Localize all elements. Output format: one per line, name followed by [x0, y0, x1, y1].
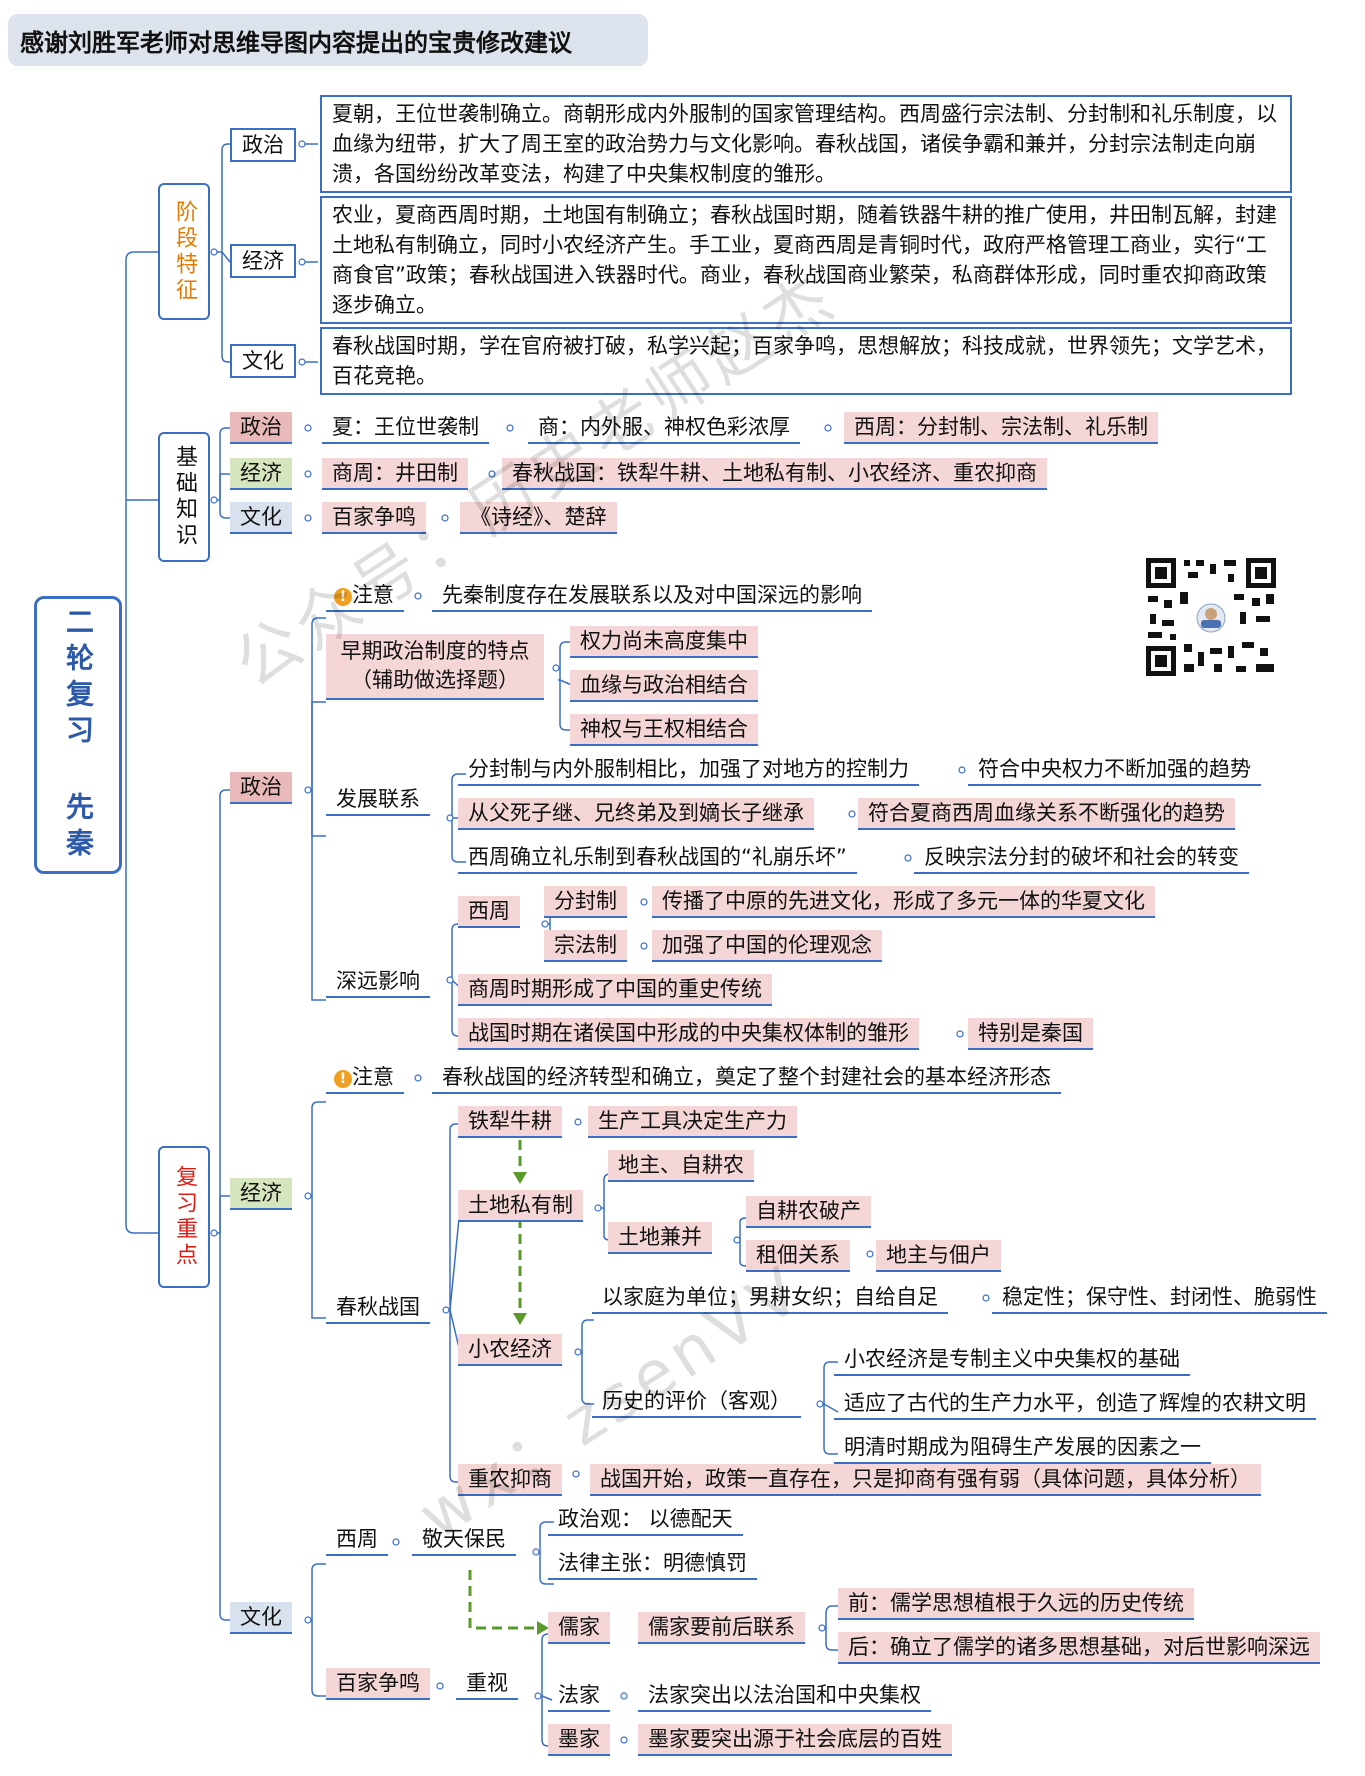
zongfa-node: 宗法制 [544, 930, 627, 962]
dev-result-3: 反映宗法分封的破坏和社会的转变 [914, 842, 1249, 874]
tieli-result: 生产工具决定生产力 [588, 1106, 797, 1138]
early-politics-sub: （辅助做选择题） [351, 668, 519, 692]
economy-note-label: 注意 [352, 1065, 394, 1089]
review-economy-node[interactable]: 经济 [230, 1178, 292, 1210]
zhanguo-result: 特别是秦国 [968, 1018, 1093, 1050]
jiating-result: 稳定性；保守性、封闭性、脆弱性 [992, 1282, 1327, 1314]
basics-economy-node[interactable]: 经济 [230, 458, 292, 490]
mojia-result: 墨家要突出源于社会底层的百姓 [638, 1724, 952, 1756]
basics-economy-item-2: 春秋战国：铁犁牛耕、土地私有制、小农经济、重农抑商 [502, 458, 1047, 490]
zhengzhi-item: 政治观： 以德配天 [548, 1504, 743, 1536]
tudi-node[interactable]: 土地私有制 [458, 1190, 583, 1222]
chunqiu-node[interactable]: 春秋战国 [326, 1292, 430, 1324]
stage-politics-node[interactable]: 政治 [230, 128, 296, 162]
review-politics-node[interactable]: 政治 [230, 772, 292, 804]
stage-economy-text: 农业，夏商西周时期，土地国有制确立；春秋战国时期，随着铁器牛耕的推广使用，井田制… [320, 196, 1292, 324]
early-item-2: 血缘与政治相结合 [570, 670, 758, 702]
jingtian-node[interactable]: 敬天保民 [412, 1524, 516, 1556]
zhanguo-item: 战国时期在诸侯国中形成的中央集权体制的雏形 [458, 1018, 919, 1050]
shang-history-item: 商周时期形成了中国的重史传统 [458, 974, 772, 1006]
dev-item-3: 西周确立礼乐制到春秋战国的“礼崩乐坏” [458, 842, 857, 874]
pingjia-item-3: 明清时期成为阻碍生产发展的因素之一 [834, 1432, 1211, 1464]
jiating-item: 以家庭为单位；男耕女织；自给自足 [592, 1282, 948, 1314]
impact-node[interactable]: 深远影响 [326, 966, 430, 998]
early-politics-node[interactable]: 早期政治制度的特点 （辅助做选择题） [326, 634, 544, 700]
politics-note-text: 先秦制度存在发展联系以及对中国深远的影响 [432, 580, 872, 612]
jianbing-node[interactable]: 土地兼并 [608, 1222, 712, 1254]
review-focus-node[interactable]: 复习重点 [158, 1146, 210, 1288]
basics-politics-item-1: 夏：王位世袭制 [322, 412, 489, 444]
fajia-result: 法家突出以法治国和中央集权 [638, 1680, 931, 1712]
economy-note: !注意 [326, 1062, 404, 1094]
rujia-node[interactable]: 儒家 [548, 1612, 610, 1644]
fenfeng-result: 传播了中原的先进文化，形成了多元一体的华夏文化 [652, 886, 1155, 918]
early-item-3: 神权与王权相结合 [570, 714, 758, 746]
fajia-node[interactable]: 法家 [548, 1680, 610, 1712]
politics-note: !注意 [326, 580, 404, 612]
early-politics-label: 早期政治制度的特点 [340, 639, 530, 663]
basics-culture-node[interactable]: 文化 [230, 502, 292, 534]
dev-result-1: 符合中央权力不断加强的趋势 [968, 754, 1261, 786]
basics-politics-item-2: 商：内外服、神权色彩浓厚 [528, 412, 800, 444]
review-culture-node[interactable]: 文化 [230, 1602, 292, 1634]
dizhu-item: 地主、自耕农 [608, 1150, 754, 1182]
pingjia-item-1: 小农经济是专制主义中央集权的基础 [834, 1344, 1190, 1376]
baijia-node[interactable]: 百家争鸣 [326, 1668, 430, 1700]
warning-icon: ! [334, 588, 352, 606]
culture-xizhou-node[interactable]: 西周 [326, 1524, 388, 1556]
root-node[interactable]: 二轮复习 先秦 [34, 596, 122, 874]
mojia-node[interactable]: 墨家 [548, 1724, 610, 1756]
basic-knowledge-node[interactable]: 基础知识 [158, 432, 210, 562]
warning-icon: ! [334, 1070, 352, 1088]
early-item-1: 权力尚未高度集中 [570, 626, 758, 658]
stage-politics-text: 夏朝，王位世袭制确立。商朝形成内外服制的国家管理结构。西周盛行宗法制、分封制和礼… [320, 95, 1292, 193]
stage-economy-node[interactable]: 经济 [230, 244, 296, 278]
fenfeng-node: 分封制 [544, 886, 627, 918]
tieli-node[interactable]: 铁犁牛耕 [458, 1106, 562, 1138]
politics-note-label: 注意 [352, 583, 394, 607]
stage-culture-node[interactable]: 文化 [230, 344, 296, 378]
dev-item-2: 从父死子继、兄终弟及到嫡长子继承 [458, 798, 814, 830]
stage-features-node[interactable]: 阶段特征 [158, 183, 210, 320]
pingjia-node[interactable]: 历史的评价（客观） [592, 1386, 801, 1418]
basics-politics-item-3: 西周：分封制、宗法制、礼乐制 [844, 412, 1158, 444]
pingjia-item-2: 适应了古代的生产力水平，创造了辉煌的农耕文明 [834, 1388, 1316, 1420]
zhongnong-result: 战国开始，政策一直存在，只是抑商有强有弱（具体问题，具体分析） [590, 1464, 1261, 1496]
basics-culture-item-2: 《诗经》、楚辞 [460, 502, 617, 534]
rujia-front: 前：儒学思想植根于久远的历史传统 [838, 1588, 1194, 1620]
dev-result-2: 符合夏商西周血缘关系不断强化的趋势 [858, 798, 1235, 830]
impact-xizhou-node[interactable]: 西周 [458, 896, 520, 928]
development-node[interactable]: 发展联系 [326, 784, 430, 816]
rujia-back: 后：确立了儒学的诸多思想基础，对后世影响深远 [838, 1632, 1320, 1664]
dev-item-1: 分封制与内外服制相比，加强了对地方的控制力 [458, 754, 919, 786]
pochan-item: 自耕农破产 [746, 1196, 871, 1228]
rujia-result: 儒家要前后联系 [638, 1612, 805, 1644]
basics-politics-node[interactable]: 政治 [230, 412, 292, 444]
zongfa-result: 加强了中国的伦理观念 [652, 930, 882, 962]
falv-item: 法律主张：明德慎罚 [548, 1548, 757, 1580]
zhongshi-node[interactable]: 重视 [456, 1668, 518, 1700]
basics-economy-item-1: 商周：井田制 [322, 458, 468, 490]
xiaonong-node[interactable]: 小农经济 [458, 1334, 562, 1366]
stage-culture-text: 春秋战国时期，学在官府被打破，私学兴起；百家争鸣，思想解放；科技成就，世界领先；… [320, 327, 1292, 395]
zudian-node: 租佃关系 [746, 1240, 850, 1272]
economy-note-text: 春秋战国的经济转型和确立，奠定了整个封建社会的基本经济形态 [432, 1062, 1061, 1094]
qr-code [1144, 556, 1278, 678]
page-title: 感谢刘胜军老师对思维导图内容提出的宝贵修改建议 [8, 14, 648, 66]
basics-culture-item-1: 百家争鸣 [322, 502, 426, 534]
zhongnong-node[interactable]: 重农抑商 [458, 1464, 562, 1496]
zudian-result: 地主与佃户 [876, 1240, 1001, 1272]
